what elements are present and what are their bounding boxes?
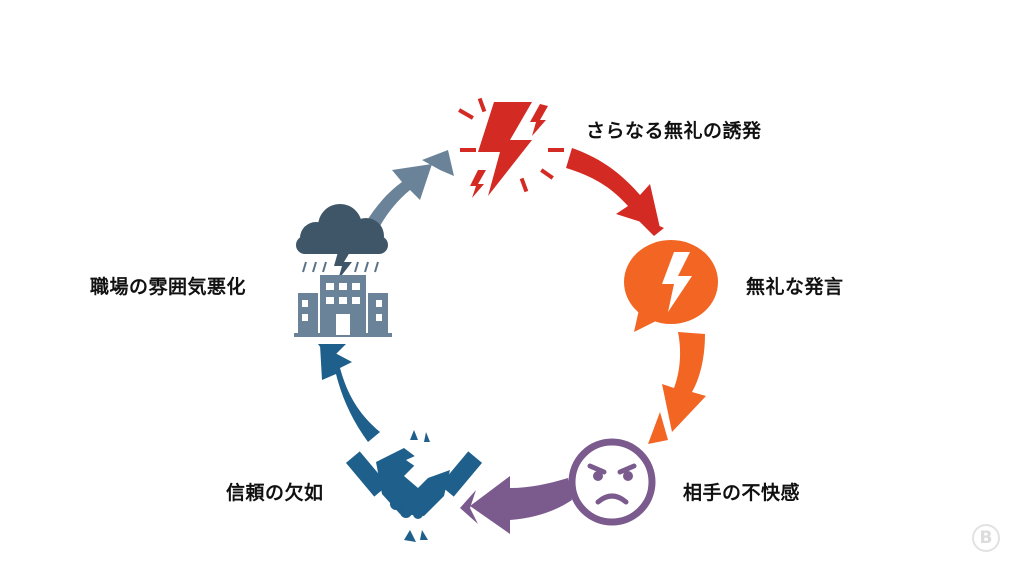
broken-handshake-icon — [345, 430, 483, 542]
arrow-atmosphere-to-further — [366, 150, 454, 226]
angry-face-icon — [568, 438, 656, 526]
step-label-further-rudeness: さらなる無礼の誘発 — [586, 120, 762, 142]
arrow-trust-to-atmosphere — [318, 344, 380, 442]
arrow-discomfort-to-trust — [460, 476, 572, 534]
lightning-burst-icon — [458, 97, 564, 198]
arrow-further-to-rude — [566, 148, 664, 236]
step-label-rude-remark: 無礼な発言 — [746, 276, 844, 298]
step-label-lack-of-trust: 信頼の欠如 — [226, 482, 324, 504]
step-label-discomfort: 相手の不快感 — [683, 482, 801, 504]
step-label-workplace-atmosphere: 職場の雰囲気悪化 — [90, 276, 247, 298]
speech-bubble-lightning-icon — [624, 240, 718, 332]
storm-cloud-building-icon — [294, 204, 392, 337]
arrow-rude-to-discomfort — [648, 332, 706, 444]
brand-logo-icon: B — [972, 524, 1000, 552]
